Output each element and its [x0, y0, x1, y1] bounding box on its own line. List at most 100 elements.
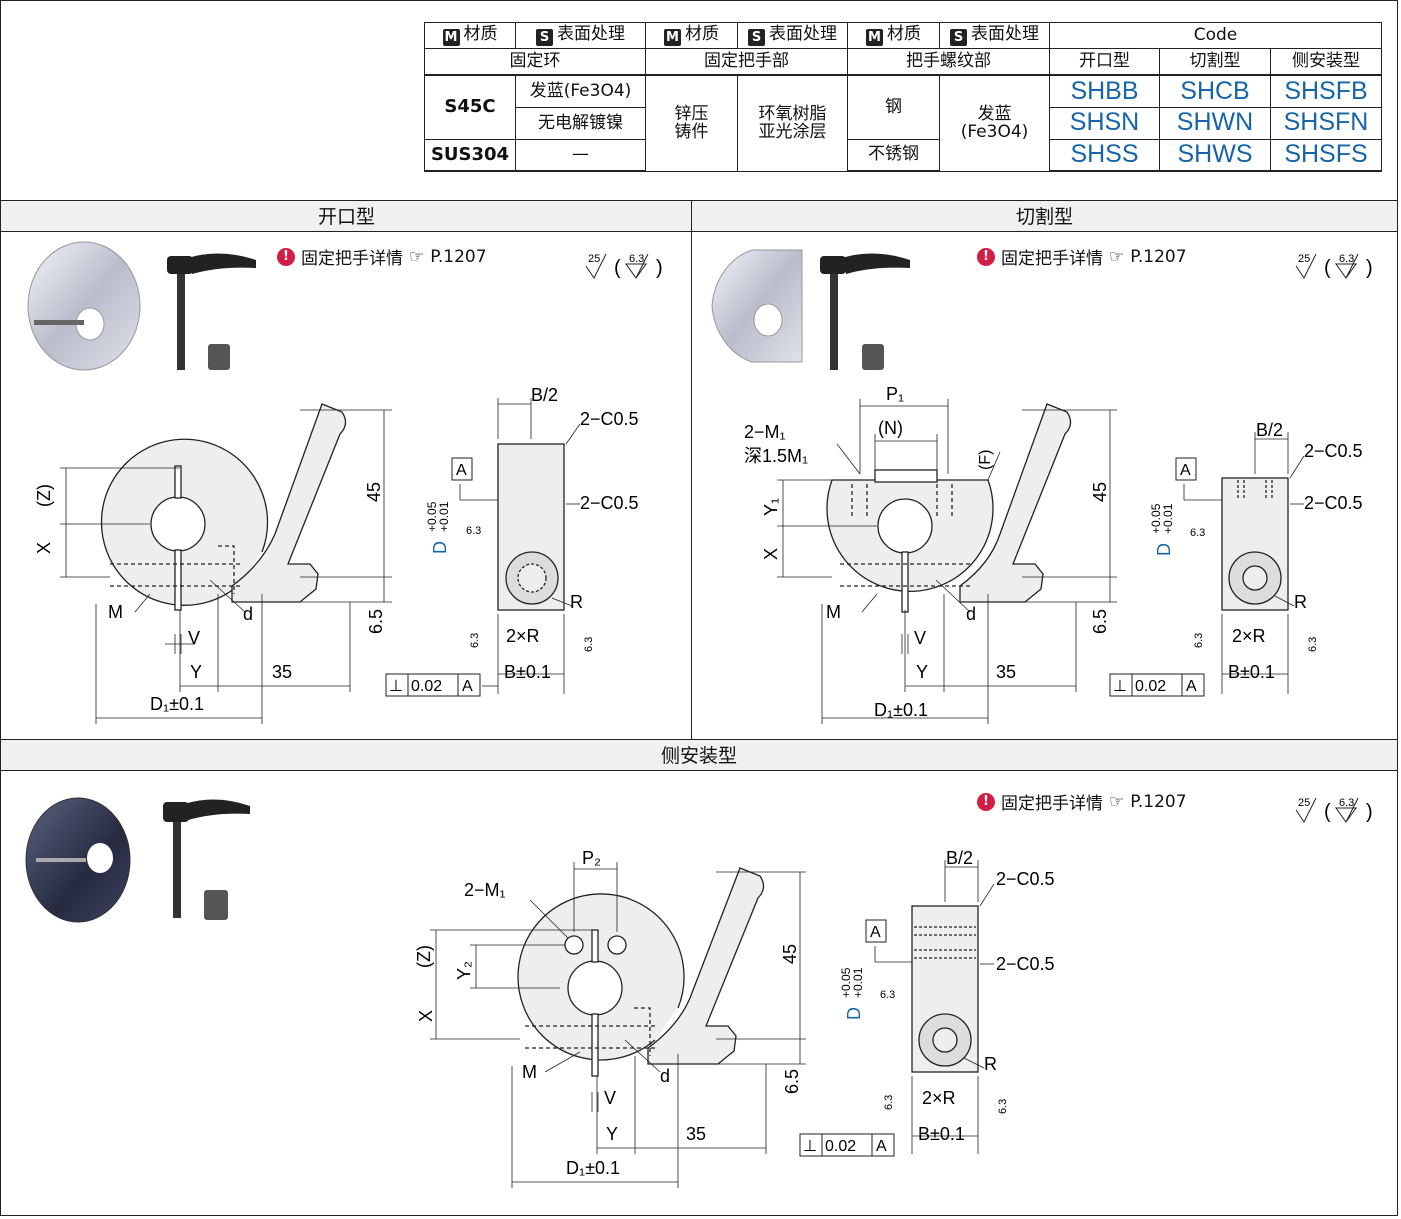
type-cut: 切割型 — [1159, 48, 1271, 76]
side-ring-side-view — [911, 905, 979, 1073]
epoxy-cell: 环氧树脂 亚光涂层 — [737, 74, 848, 172]
svg-text:2−M₁: 2−M₁ — [464, 880, 506, 900]
svg-text:35: 35 — [996, 662, 1016, 682]
svg-text:X: X — [34, 542, 54, 554]
svg-text:25: 25 — [588, 253, 600, 265]
mat-sus304: SUS304 — [424, 138, 516, 172]
group-handle: 固定把手部 — [645, 48, 848, 76]
svg-text:2−C0.5: 2−C0.5 — [580, 493, 639, 513]
cut-ring-photo — [711, 249, 803, 363]
section-side: 侧安装型 — [1, 739, 1397, 771]
svg-text:Y: Y — [606, 1124, 618, 1144]
svg-text:6.3: 6.3 — [1193, 633, 1205, 648]
code-shbb[interactable]: SHBB — [1049, 74, 1160, 108]
svg-text:6.3: 6.3 — [997, 1099, 1009, 1114]
svg-text:d: d — [243, 604, 253, 624]
side-ring-photo — [25, 797, 131, 923]
svg-text:6.3: 6.3 — [1339, 797, 1354, 809]
section-divider — [691, 200, 692, 740]
svg-text:(: ( — [614, 257, 621, 279]
svg-text:6.3: 6.3 — [469, 633, 481, 648]
svg-text:B±0.1: B±0.1 — [918, 1124, 965, 1144]
handle-ref-open[interactable]: ! 固定把手详情 ☞ P.1207 — [277, 244, 487, 269]
blue-fe-cell: 发蓝 (Fe3O4) — [939, 74, 1050, 172]
svg-text:35: 35 — [272, 662, 292, 682]
svg-text:⊥: ⊥ — [1113, 678, 1127, 695]
svg-text:(N): (N) — [878, 418, 903, 438]
steel-cell: 钢 — [847, 74, 940, 140]
svg-text:35: 35 — [686, 1124, 706, 1144]
svg-text:+0.05: +0.05 — [425, 501, 439, 532]
svg-text:(Z): (Z) — [414, 945, 434, 968]
surf-dash: — — [515, 138, 646, 172]
svg-text:+0.05: +0.05 — [839, 967, 853, 998]
svg-text:B/2: B/2 — [946, 848, 973, 868]
handle-ref-side[interactable]: ! 固定把手详情 ☞ P.1207 — [977, 789, 1187, 814]
section-cut: 切割型 — [691, 200, 1397, 232]
svg-text:6.3: 6.3 — [1190, 527, 1205, 539]
svg-text:0.02: 0.02 — [411, 678, 442, 695]
side-lever-photo — [163, 799, 250, 920]
svg-text:R: R — [984, 1054, 997, 1074]
type-side: 侧安装型 — [1270, 48, 1382, 76]
code-shsfs[interactable]: SHSFS — [1270, 138, 1382, 172]
svg-text:B±0.1: B±0.1 — [1228, 662, 1275, 682]
svg-text:D₁±0.1: D₁±0.1 — [874, 700, 928, 720]
pointing-hand-icon: ☞ — [1109, 791, 1125, 812]
stainless-cell: 不锈钢 — [847, 138, 940, 172]
code-shsn[interactable]: SHSN — [1049, 106, 1160, 140]
svg-text:V: V — [188, 628, 200, 648]
svg-text:Y₂: Y₂ — [454, 961, 474, 980]
svg-text:0.02: 0.02 — [825, 1138, 856, 1155]
type-open: 开口型 — [1049, 48, 1160, 76]
mat-s45c: S45C — [424, 74, 516, 140]
code-shsfn[interactable]: SHSFN — [1270, 106, 1382, 140]
svg-text:): ) — [656, 257, 663, 279]
svg-text:6.5: 6.5 — [782, 1069, 802, 1094]
svg-text:⊥: ⊥ — [803, 1138, 817, 1155]
svg-text:6.3: 6.3 — [1339, 253, 1354, 265]
svg-text:2−C0.5: 2−C0.5 — [580, 409, 639, 429]
svg-text:2×R: 2×R — [1232, 626, 1266, 646]
side-type-drawing: P₂ 2−M₁ (Z) Y₂ X 45 6.5 M d V Y 35 D₁±0.… — [25, 797, 1055, 1188]
section-open: 开口型 — [1, 200, 692, 232]
svg-text:6.3: 6.3 — [629, 253, 644, 265]
group-ring: 固定环 — [424, 48, 646, 76]
svg-text:Y: Y — [916, 662, 928, 682]
svg-text:+0.01: +0.01 — [437, 501, 451, 532]
svg-text:45: 45 — [364, 482, 384, 502]
svg-text:P₂: P₂ — [582, 848, 601, 868]
code-shws[interactable]: SHWS — [1159, 138, 1271, 172]
svg-text:6.5: 6.5 — [1090, 609, 1110, 634]
svg-text:A: A — [870, 924, 881, 941]
svg-text:B/2: B/2 — [1256, 420, 1283, 440]
svg-text:A: A — [1180, 462, 1191, 479]
svg-text:D₁±0.1: D₁±0.1 — [150, 694, 204, 714]
svg-text:2×R: 2×R — [922, 1088, 956, 1108]
svg-text:6.3: 6.3 — [583, 637, 595, 652]
cut-type-drawing: P₁ (N) (F) 2−M₁ 深1.5M₁ Y₁ X 45 6.5 M d V… — [711, 249, 1363, 724]
svg-text:+0.01: +0.01 — [851, 967, 865, 998]
svg-text:+0.01: +0.01 — [1161, 503, 1175, 534]
svg-text:⊥: ⊥ — [389, 678, 403, 695]
svg-text:B/2: B/2 — [531, 385, 558, 405]
handle-ref-cut[interactable]: ! 固定把手详情 ☞ P.1207 — [977, 244, 1187, 269]
code-shwn[interactable]: SHWN — [1159, 106, 1271, 140]
svg-text:Y₁: Y₁ — [761, 498, 781, 516]
svg-text:2−C0.5: 2−C0.5 — [1304, 493, 1363, 513]
lever-photo — [167, 253, 256, 370]
svg-text:6.5: 6.5 — [366, 609, 386, 634]
code-shss[interactable]: SHSS — [1049, 138, 1160, 172]
alert-icon: ! — [977, 247, 995, 266]
code-shsfb[interactable]: SHSFB — [1270, 74, 1382, 108]
surf-nickel: 无电解镀镍 — [515, 106, 646, 140]
svg-text:D: D — [430, 541, 450, 554]
svg-text:25: 25 — [1298, 797, 1310, 809]
ring-photo — [27, 241, 141, 371]
code-shcb[interactable]: SHCB — [1159, 74, 1271, 108]
